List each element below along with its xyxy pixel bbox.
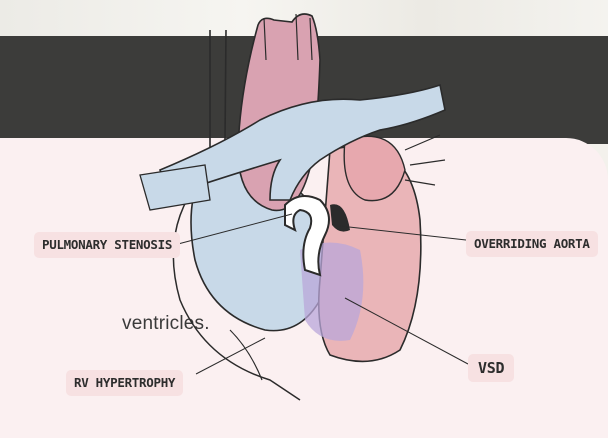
pulmonary-veins xyxy=(405,135,445,185)
rv-inner-line xyxy=(230,330,262,380)
label-overriding-aorta: OVERRIDING AORTA xyxy=(466,231,598,257)
label-rv-hypertrophy: RV HYPERTROPHY xyxy=(66,370,183,396)
heart-diagram xyxy=(0,0,608,410)
label-vsd: VSD xyxy=(468,354,514,382)
leader-rvh xyxy=(196,338,265,374)
label-pulmonary-stenosis: PULMONARY STENOSIS xyxy=(34,232,180,258)
